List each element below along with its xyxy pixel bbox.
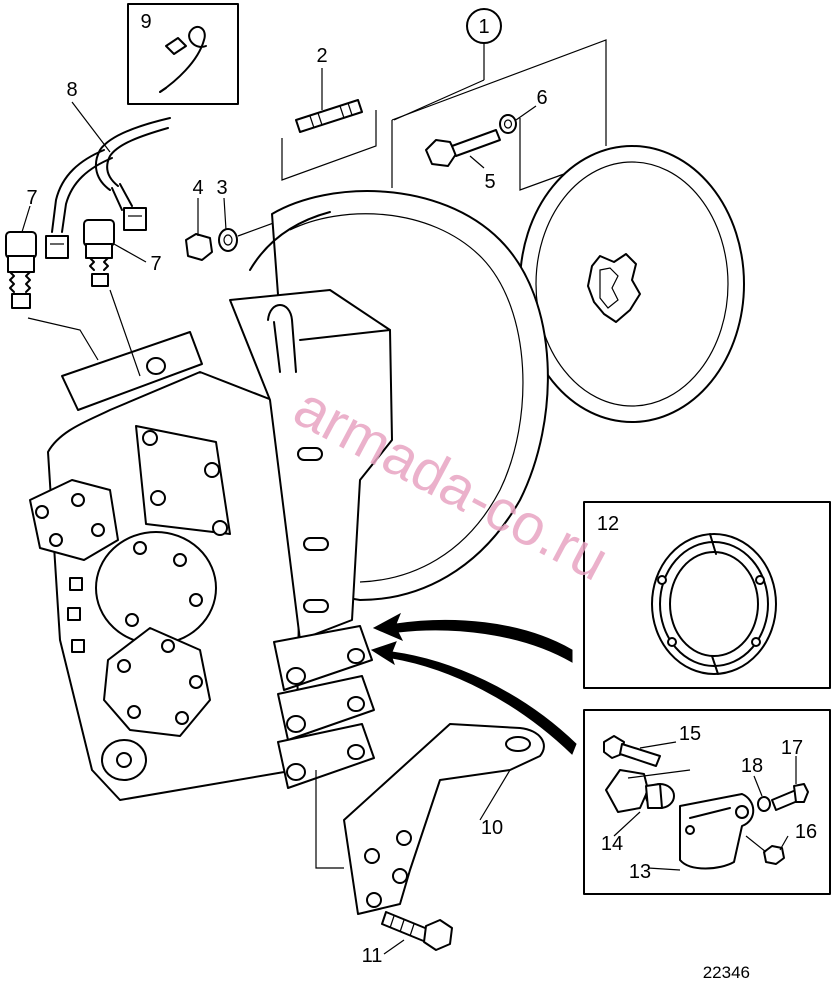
pointer-arrows bbox=[370, 612, 577, 755]
callout-10: 10 bbox=[481, 817, 503, 839]
bolt-and-washer bbox=[391, 39, 607, 191]
callout-12: 12 bbox=[597, 513, 619, 535]
callout-18: 18 bbox=[741, 755, 763, 777]
callout-13: 13 bbox=[629, 861, 651, 883]
callout-2: 2 bbox=[316, 45, 327, 67]
inset-box-tone-ring bbox=[583, 501, 831, 689]
figure-code: 22346 bbox=[703, 963, 750, 982]
callout-15: 15 bbox=[679, 723, 701, 745]
callout-9: 9 bbox=[140, 11, 151, 33]
wiring-harness bbox=[45, 117, 171, 259]
callout-7-right: 7 bbox=[150, 253, 161, 275]
callout-14: 14 bbox=[601, 833, 623, 855]
stud bbox=[281, 99, 377, 181]
gearbox-housing bbox=[27, 289, 393, 801]
callout-1-circle bbox=[466, 8, 502, 44]
inset-box-speed-sensor bbox=[583, 709, 831, 895]
mounting-bolt bbox=[381, 911, 453, 951]
callout-4: 4 bbox=[192, 177, 203, 199]
flex-plate bbox=[519, 145, 745, 423]
callout-8: 8 bbox=[66, 79, 77, 101]
callout-11: 11 bbox=[362, 945, 383, 967]
callout-17: 17 bbox=[781, 737, 803, 759]
callout-6: 6 bbox=[536, 87, 547, 109]
callout-labels: 1 2 3 4 5 6 7 7 8 9 10 11 12 13 14 15 16… bbox=[26, 8, 817, 967]
callout-3: 3 bbox=[216, 177, 227, 199]
callout-5: 5 bbox=[484, 171, 495, 193]
leader-lines bbox=[21, 42, 797, 955]
callout-7-left: 7 bbox=[26, 187, 37, 209]
inset-box-cable-clip bbox=[127, 3, 239, 105]
mounting-bracket bbox=[315, 723, 545, 915]
callout-1: 1 bbox=[478, 16, 489, 38]
pressure-sensor-left bbox=[5, 231, 37, 309]
callout-16: 16 bbox=[795, 821, 817, 843]
pressure-sensor-right bbox=[83, 219, 115, 287]
